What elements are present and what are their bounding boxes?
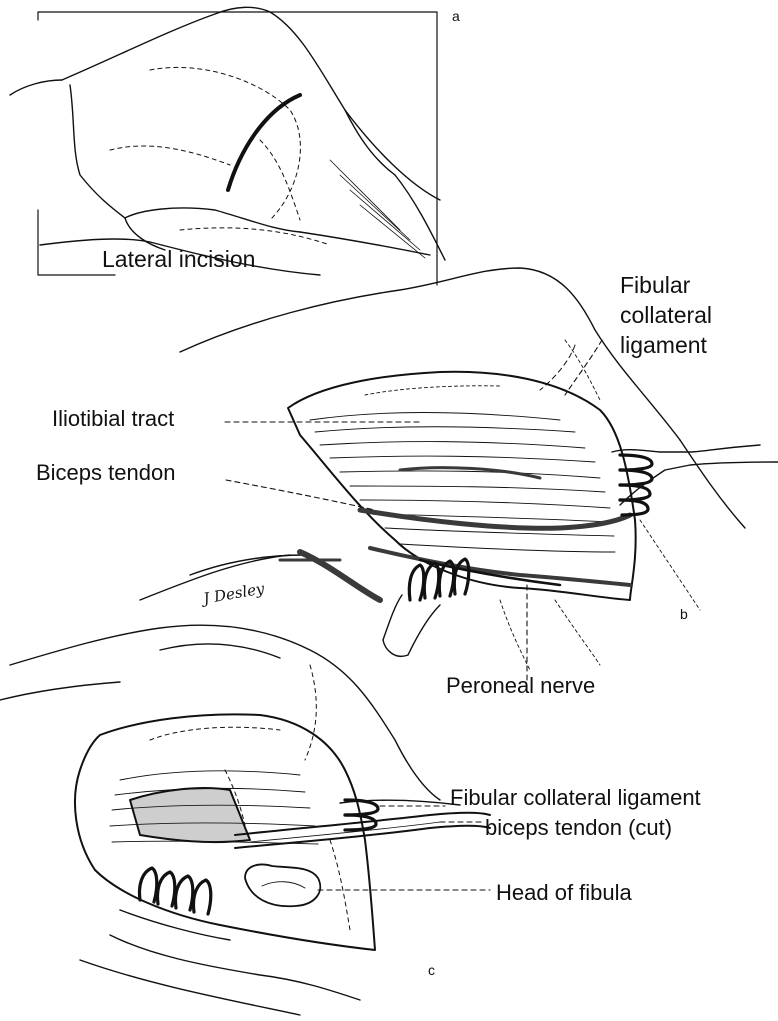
label-fibular-line2: collateral <box>620 302 713 328</box>
panel-a-drawing <box>9 6 446 286</box>
panel-letter-a: a <box>452 8 460 24</box>
label-lateral-incision: Lateral incision <box>102 246 256 272</box>
panel-b-drawing <box>139 267 778 681</box>
label-peroneal-nerve: Peroneal nerve <box>446 673 596 698</box>
panel-letter-c: c <box>428 962 435 978</box>
panel-c-drawing <box>0 624 491 1016</box>
label-fibular-line1: Fibular <box>620 272 691 298</box>
label-fibular-collateral-ligament-b: Fibular collateral ligament <box>620 270 712 360</box>
label-fibular-line3: ligament <box>620 332 707 358</box>
label-biceps-tendon: Biceps tendon <box>36 460 176 485</box>
label-iliotibial-tract: Iliotibial tract <box>52 406 175 431</box>
label-head-of-fibula: Head of fibula <box>496 880 632 905</box>
label-fibular-collateral-ligament-c: Fibular collateral ligament <box>450 785 701 810</box>
label-biceps-tendon-cut: biceps tendon (cut) <box>485 815 673 840</box>
panel-letter-b: b <box>680 606 688 622</box>
